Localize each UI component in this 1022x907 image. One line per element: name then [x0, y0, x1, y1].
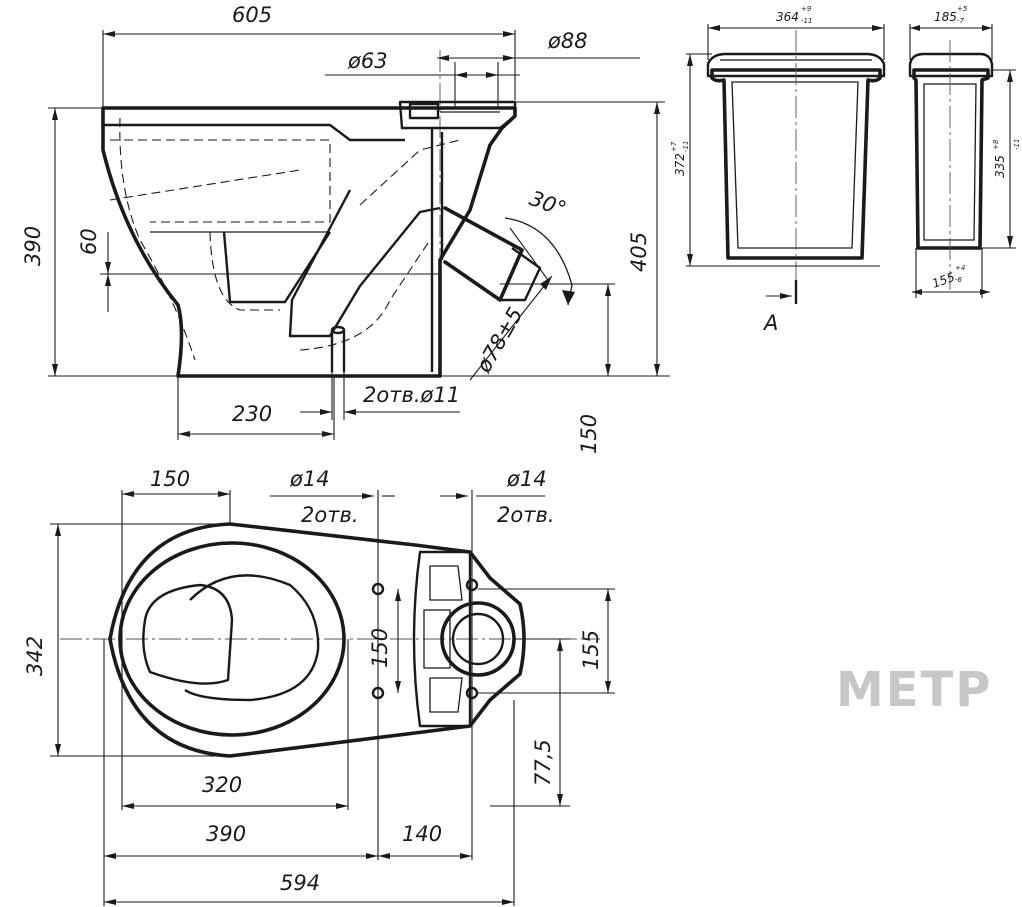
cistern-front-view	[686, 24, 886, 304]
cistern-side-height-tol-upper: +8	[992, 139, 1000, 150]
cistern-depth-tol-upper: +5	[957, 5, 968, 13]
cistern-side-view	[908, 24, 1016, 298]
cistern-base-tol-upper: +4	[955, 264, 965, 272]
outlet-height-label: 405	[627, 232, 651, 272]
cistern-seat-plan	[412, 550, 472, 728]
offset-77-5-label: 77,5	[531, 739, 555, 786]
cistern-seat-flange	[398, 100, 517, 130]
cistern-height-tol-upper: +7	[670, 141, 678, 152]
cistern-width-tol-upper: +9	[801, 5, 812, 13]
holes-spacing-155-label: 155	[579, 630, 603, 670]
cistern-base-label: 155	[930, 270, 956, 291]
inlet-diameter-label: ø63	[347, 49, 388, 73]
cistern-side-lid	[908, 52, 994, 78]
length-140-label: 140	[402, 822, 442, 846]
outlet-socket	[443, 206, 524, 302]
plan-width-label: 342	[23, 636, 47, 676]
cistern-front-lid	[706, 52, 886, 78]
cistern-height-tol-lower: -11	[682, 141, 690, 152]
bowl-rim	[118, 541, 346, 737]
cistern-front-body	[710, 68, 882, 260]
holes-spacing-150-label: 150	[368, 628, 392, 668]
cistern-width-tol-lower: -11	[801, 17, 812, 25]
hole-diameter-label-1: ø14	[289, 467, 330, 491]
cistern-base-tol-lower: -6	[955, 276, 963, 284]
cistern-side-height-label: 335	[993, 155, 1007, 178]
floor-clearance-label: 150	[577, 414, 601, 454]
cistern-depth-tol-lower: -7	[957, 17, 965, 25]
hole-diameter-label-2: ø14	[506, 467, 547, 491]
length-390-label: 390	[206, 822, 246, 846]
cistern-side-height-tol-lower: -11	[1013, 139, 1021, 150]
cistern-height-label: 372	[673, 153, 687, 176]
cistern-width-label: 364	[776, 10, 799, 24]
side-view	[48, 30, 670, 440]
bowl-plan-outline	[108, 522, 526, 758]
cistern-side-body	[912, 68, 990, 250]
bowl-width-320-label: 320	[202, 773, 242, 797]
cistern-depth-label: 185	[934, 10, 957, 24]
rim-offset-label: 150	[150, 467, 190, 491]
bowl-body-outline	[101, 106, 517, 378]
height-390-label: 390	[21, 226, 45, 266]
fixing-offset-label: 230	[232, 402, 272, 426]
overall-length-label: 605	[232, 3, 272, 27]
hole-count-label-1: 2отв.	[301, 503, 359, 527]
section-a-label: A	[762, 311, 778, 335]
trap-channel	[288, 189, 441, 338]
flush-diameter-label: ø88	[547, 29, 588, 53]
fixing-holes-label: 2отв.ø11	[363, 383, 460, 407]
hole-count-label-2: 2отв.	[497, 503, 555, 527]
outlet-diameter-label: ø78±5	[471, 303, 528, 377]
metr-logo: МЕТР	[836, 662, 992, 718]
inlet-height-label: 60	[77, 228, 101, 255]
total-594-label: 594	[280, 871, 320, 895]
plan-view	[50, 490, 615, 906]
outlet-angle-label: 30°	[526, 186, 569, 221]
